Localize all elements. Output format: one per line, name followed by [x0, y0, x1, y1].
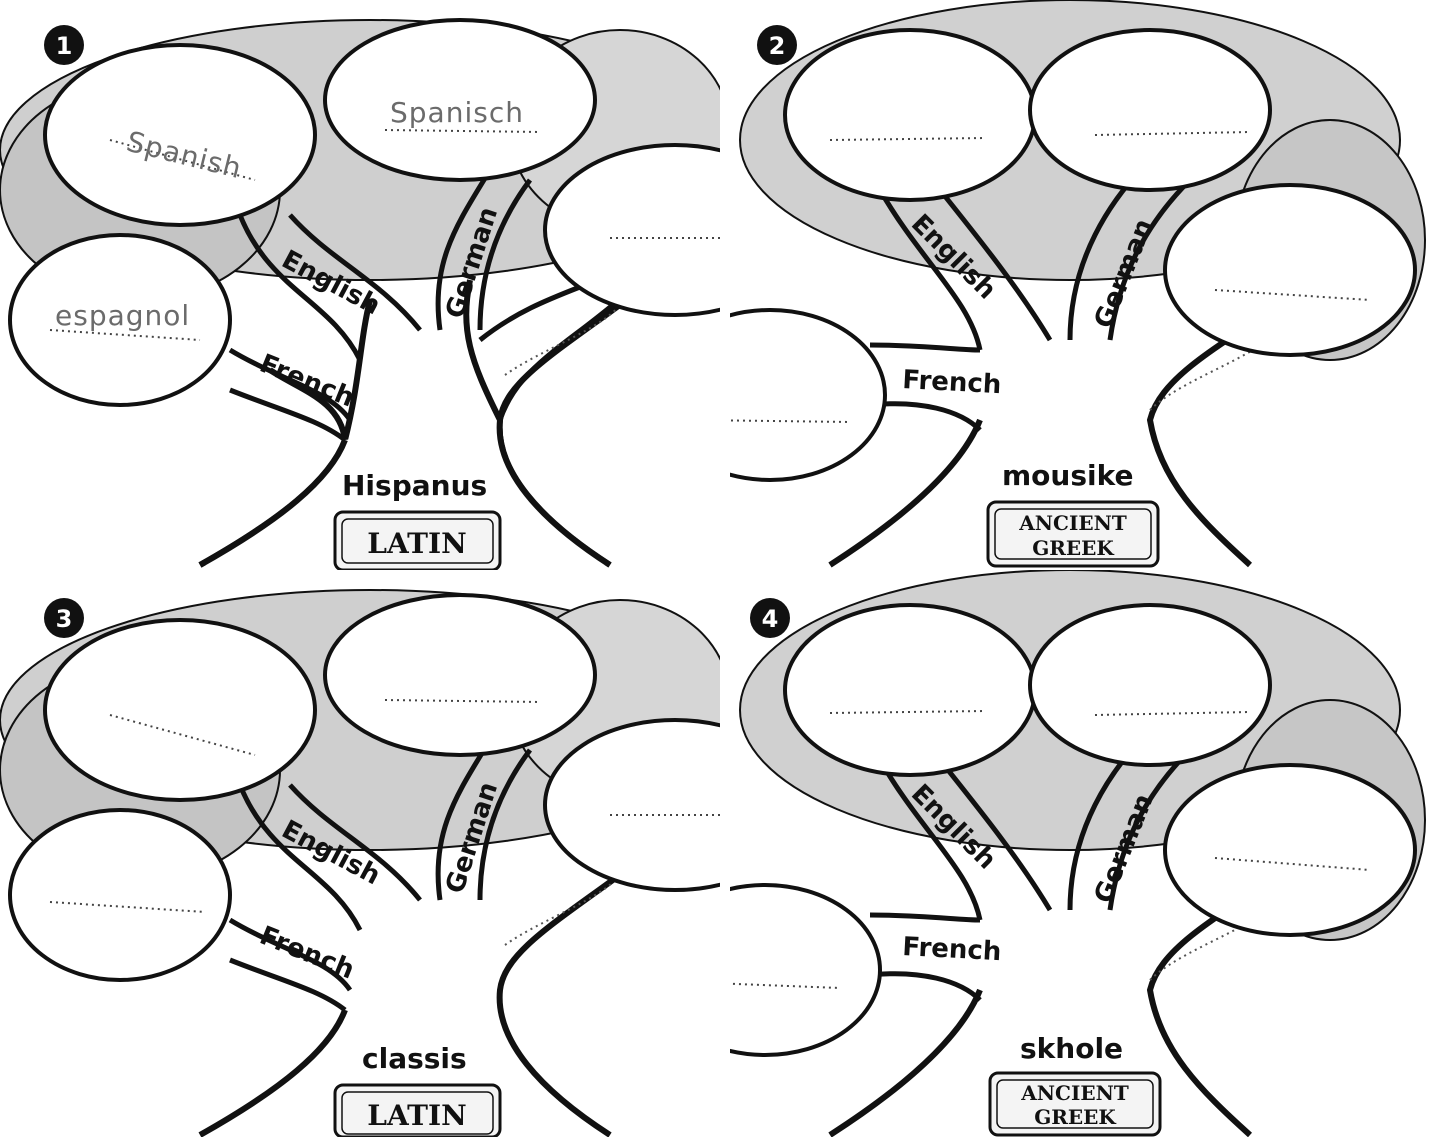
branch-english-shape	[877, 188, 1053, 351]
answer-line-english	[829, 710, 986, 714]
number-badge-text: 1	[56, 32, 73, 60]
tree-2: English German French mousike ANCIENT GR…	[653, 0, 1435, 574]
tree-4-drawing: English German French skhole ANCIENT GRE…	[648, 569, 1426, 1138]
answer-line-german	[1094, 711, 1251, 716]
branch-english-shape	[877, 758, 1053, 921]
answer-line-french	[49, 901, 206, 913]
number-badge	[44, 25, 84, 65]
canopy-french	[653, 308, 887, 482]
tree-3: English German French classis LATIN 3	[0, 570, 807, 1141]
number-badge	[757, 25, 797, 65]
tree-1-drawing: Spanish Spanisch espagnol English German…	[0, 18, 807, 572]
tree-3-drawing: English German French classis LATIN 3	[0, 589, 807, 1139]
answer-line-german	[384, 699, 541, 703]
tree-1: Spanish Spanisch espagnol English German…	[0, 0, 807, 574]
answer-line-german	[384, 129, 541, 133]
canopy-english	[43, 43, 317, 227]
root-word: Hispanus	[342, 469, 487, 502]
branch-english-shape	[237, 213, 422, 362]
trunk	[198, 857, 642, 1138]
canopy-german	[1028, 28, 1272, 192]
language-sign: ANCIENT GREEK	[986, 500, 1160, 568]
canopy-empty	[1163, 183, 1417, 357]
number-badge-text: 4	[762, 605, 779, 633]
language-sign-line-1: ANCIENT	[1018, 511, 1127, 535]
canopy-french	[648, 883, 882, 1057]
number-badge	[750, 598, 790, 638]
language-sign-line-2: GREEK	[1034, 1105, 1116, 1129]
language-sign-text: LATIN	[367, 527, 466, 560]
canopy-german	[323, 593, 597, 757]
answer-line-empty	[1214, 857, 1371, 871]
root-word: classis	[362, 1042, 467, 1075]
tree-4: English German French skhole ANCIENT GRE…	[648, 569, 1435, 1141]
empty-branch-dots	[504, 304, 621, 376]
canopy-french	[8, 233, 232, 407]
answer-french[interactable]: espagnol	[55, 299, 190, 332]
branch-german-shape	[435, 738, 533, 901]
empty-branch-dots	[504, 874, 621, 946]
branch-english-shape	[237, 783, 422, 932]
canopy-french	[8, 808, 232, 982]
language-sign-line-1: ANCIENT	[1020, 1081, 1129, 1105]
tree-2-drawing: English German French mousike ANCIENT GR…	[653, 0, 1426, 568]
number-badge	[44, 598, 84, 638]
language-sign: ANCIENT GREEK	[988, 1071, 1162, 1137]
branch-label-french: French	[902, 932, 1002, 967]
root-word: mousike	[1002, 459, 1133, 492]
root-word: skhole	[1020, 1032, 1123, 1065]
answer-german[interactable]: Spanisch	[390, 96, 524, 129]
language-sign-text: LATIN	[367, 1099, 466, 1132]
answer-line-english	[829, 137, 986, 141]
answer-line-french	[49, 329, 201, 341]
canopy-english	[783, 603, 1037, 777]
branch-french-shape	[228, 347, 353, 442]
answer-line-empty	[1214, 289, 1371, 301]
number-badge-text: 2	[769, 32, 786, 60]
canopy-empty	[1163, 763, 1417, 937]
branch-german-shape	[435, 168, 533, 331]
canopy-english	[783, 28, 1037, 202]
answer-line-english	[109, 714, 256, 756]
canopy-german	[323, 18, 597, 182]
branch-french-shape	[228, 917, 353, 1012]
language-sign: LATIN	[333, 510, 502, 572]
branch-french-shape	[869, 912, 982, 1002]
language-sign: LATIN	[333, 1083, 502, 1139]
canopy-english	[43, 618, 317, 802]
answer-line-german	[1094, 131, 1251, 136]
branch-label-french: French	[902, 365, 1002, 400]
canopy-german	[1028, 603, 1272, 767]
number-badge-text: 3	[56, 605, 73, 633]
answer-line-english	[109, 139, 256, 181]
language-sign-line-2: GREEK	[1032, 536, 1114, 560]
